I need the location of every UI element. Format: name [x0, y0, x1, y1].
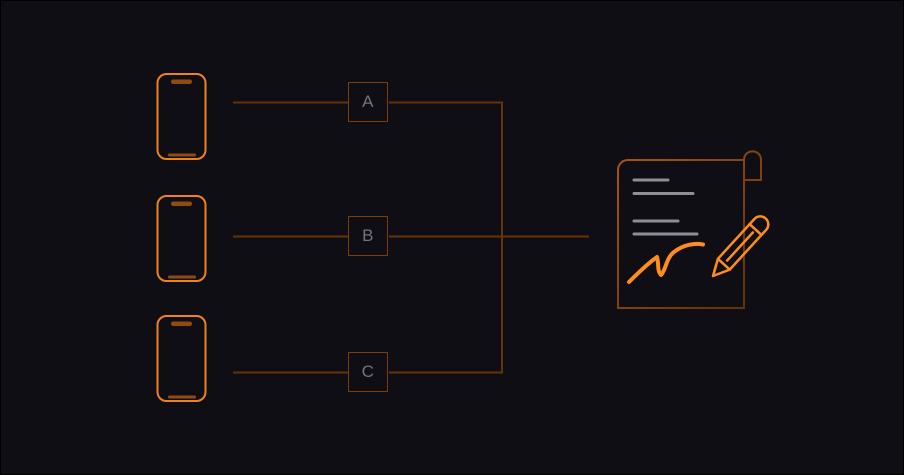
paper-curl — [743, 150, 762, 181]
phone-notch — [171, 79, 192, 84]
phone-home-bar — [168, 153, 196, 157]
node-b: B — [348, 216, 388, 256]
phone-notch — [171, 321, 192, 326]
phone-home-bar — [168, 395, 196, 399]
node-b-label: B — [362, 226, 374, 245]
smartphone-icon — [156, 195, 207, 282]
smartphone-icon — [156, 315, 207, 402]
paper-body — [617, 159, 745, 309]
node-c: C — [348, 352, 388, 392]
connector-lines — [233, 101, 589, 374]
signature-scribble-icon — [627, 241, 705, 284]
phone-home-bar — [168, 275, 196, 279]
paper-text-lines — [632, 178, 699, 236]
pencil-icon — [711, 215, 770, 278]
contract-document-icon — [617, 150, 770, 309]
node-c-label: C — [361, 362, 375, 381]
smartphone-icon — [156, 73, 207, 160]
node-a-label: A — [362, 92, 374, 111]
node-a: A — [348, 82, 388, 122]
phone-notch — [171, 201, 192, 206]
